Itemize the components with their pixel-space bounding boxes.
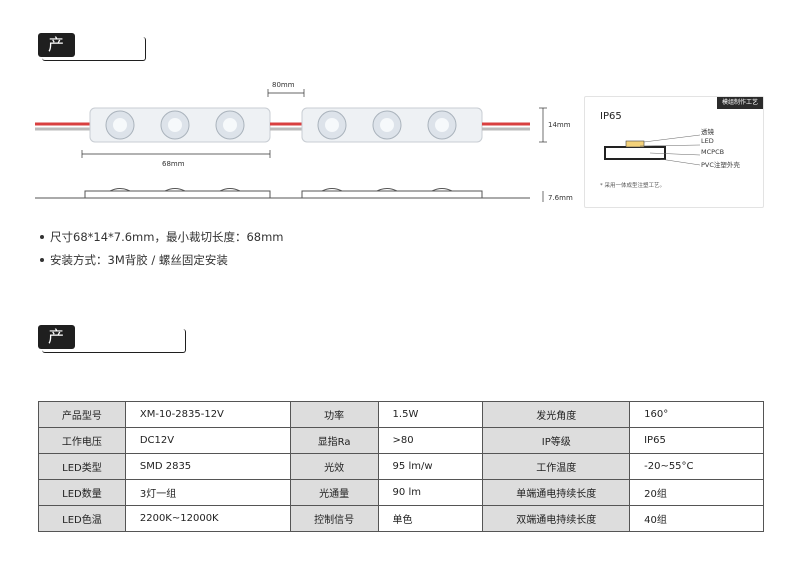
spec-value: -20~55°C: [629, 453, 764, 480]
cross-section-icon: [604, 134, 700, 166]
spec-value: 20组: [629, 479, 764, 506]
spec-value: 90 lm: [377, 479, 484, 506]
spec-value: XM-10-2835-12V: [124, 401, 291, 428]
spec-key: 工作电压: [38, 427, 126, 454]
spec-value: 2200K~12000K: [124, 505, 291, 532]
spec-value: 160°: [629, 401, 764, 428]
spec-value: >80: [377, 427, 484, 454]
spec-key: 控制信号: [289, 505, 379, 532]
spec-key: 产品型号: [38, 401, 126, 428]
height-label: 14mm: [548, 121, 571, 129]
spec-key: 工作温度: [482, 453, 631, 480]
bullet-text: 安装方式：3M背胶 / 螺丝固定安装: [50, 253, 228, 267]
bullet-size: 尺寸68*14*7.6mm，最小裁切长度：68mm: [40, 229, 284, 245]
module-side-view: [35, 188, 530, 199]
spec-value: 单色: [377, 505, 484, 532]
label-led: LED: [701, 137, 714, 145]
spec-value: 3灯一组: [124, 479, 291, 506]
bullet-install: 安装方式：3M背胶 / 螺丝固定安装: [40, 252, 228, 268]
header-shadow: [42, 37, 146, 61]
spec-key: LED数量: [38, 479, 126, 506]
label-lens: 透镜: [701, 128, 714, 136]
bullet-dot: [40, 234, 44, 239]
spec-key: LED类型: [38, 453, 126, 480]
spec-value: 95 lm/w: [377, 453, 484, 480]
inset-note: * 采用一体成型注塑工艺。: [600, 183, 665, 189]
thickness-label: 7.6mm: [548, 194, 573, 202]
label-mcpcb: MCPCB: [701, 148, 725, 156]
bullet-dot: [40, 257, 44, 262]
section-title: 产品尺寸: [38, 33, 76, 126]
bullet-text: 尺寸68*14*7.6mm，最小裁切长度：68mm: [50, 230, 284, 244]
header-shadow: [42, 329, 186, 353]
spec-key: 显指Ra: [289, 427, 379, 454]
spec-key: 双端通电持续长度: [482, 505, 631, 532]
pitch-label: 68mm: [162, 160, 185, 168]
spec-key: 单端通电持续长度: [482, 479, 631, 506]
ip65-inset: 模组制作工艺 IP65 透镜 LED MCPCB PVC注塑外壳 * 采用一体成…: [584, 96, 764, 208]
spec-key: 发光角度: [482, 401, 631, 428]
spec-key: LED色温: [38, 505, 126, 532]
spec-key: 光效: [289, 453, 379, 480]
section-title: 产品规格参数: [38, 325, 76, 466]
inset-tag: 模组制作工艺: [716, 97, 763, 109]
spec-value: 1.5W: [377, 401, 484, 428]
dimension-drawing: 80mm 68mm 14mm 7.6mm: [35, 81, 573, 202]
ip-rating: IP65: [600, 111, 622, 122]
spec-value: IP65: [629, 427, 764, 454]
spec-value: 40组: [629, 505, 764, 532]
spec-value: SMD 2835: [124, 453, 291, 480]
gap-label: 80mm: [272, 81, 295, 89]
spec-key: 光通量: [289, 479, 379, 506]
spec-key: IP等级: [482, 427, 631, 454]
spec-value: DC12V: [124, 427, 291, 454]
spec-key: 功率: [289, 401, 379, 428]
label-pvc: PVC注塑外壳: [701, 161, 740, 169]
module-top-view: [35, 107, 530, 143]
